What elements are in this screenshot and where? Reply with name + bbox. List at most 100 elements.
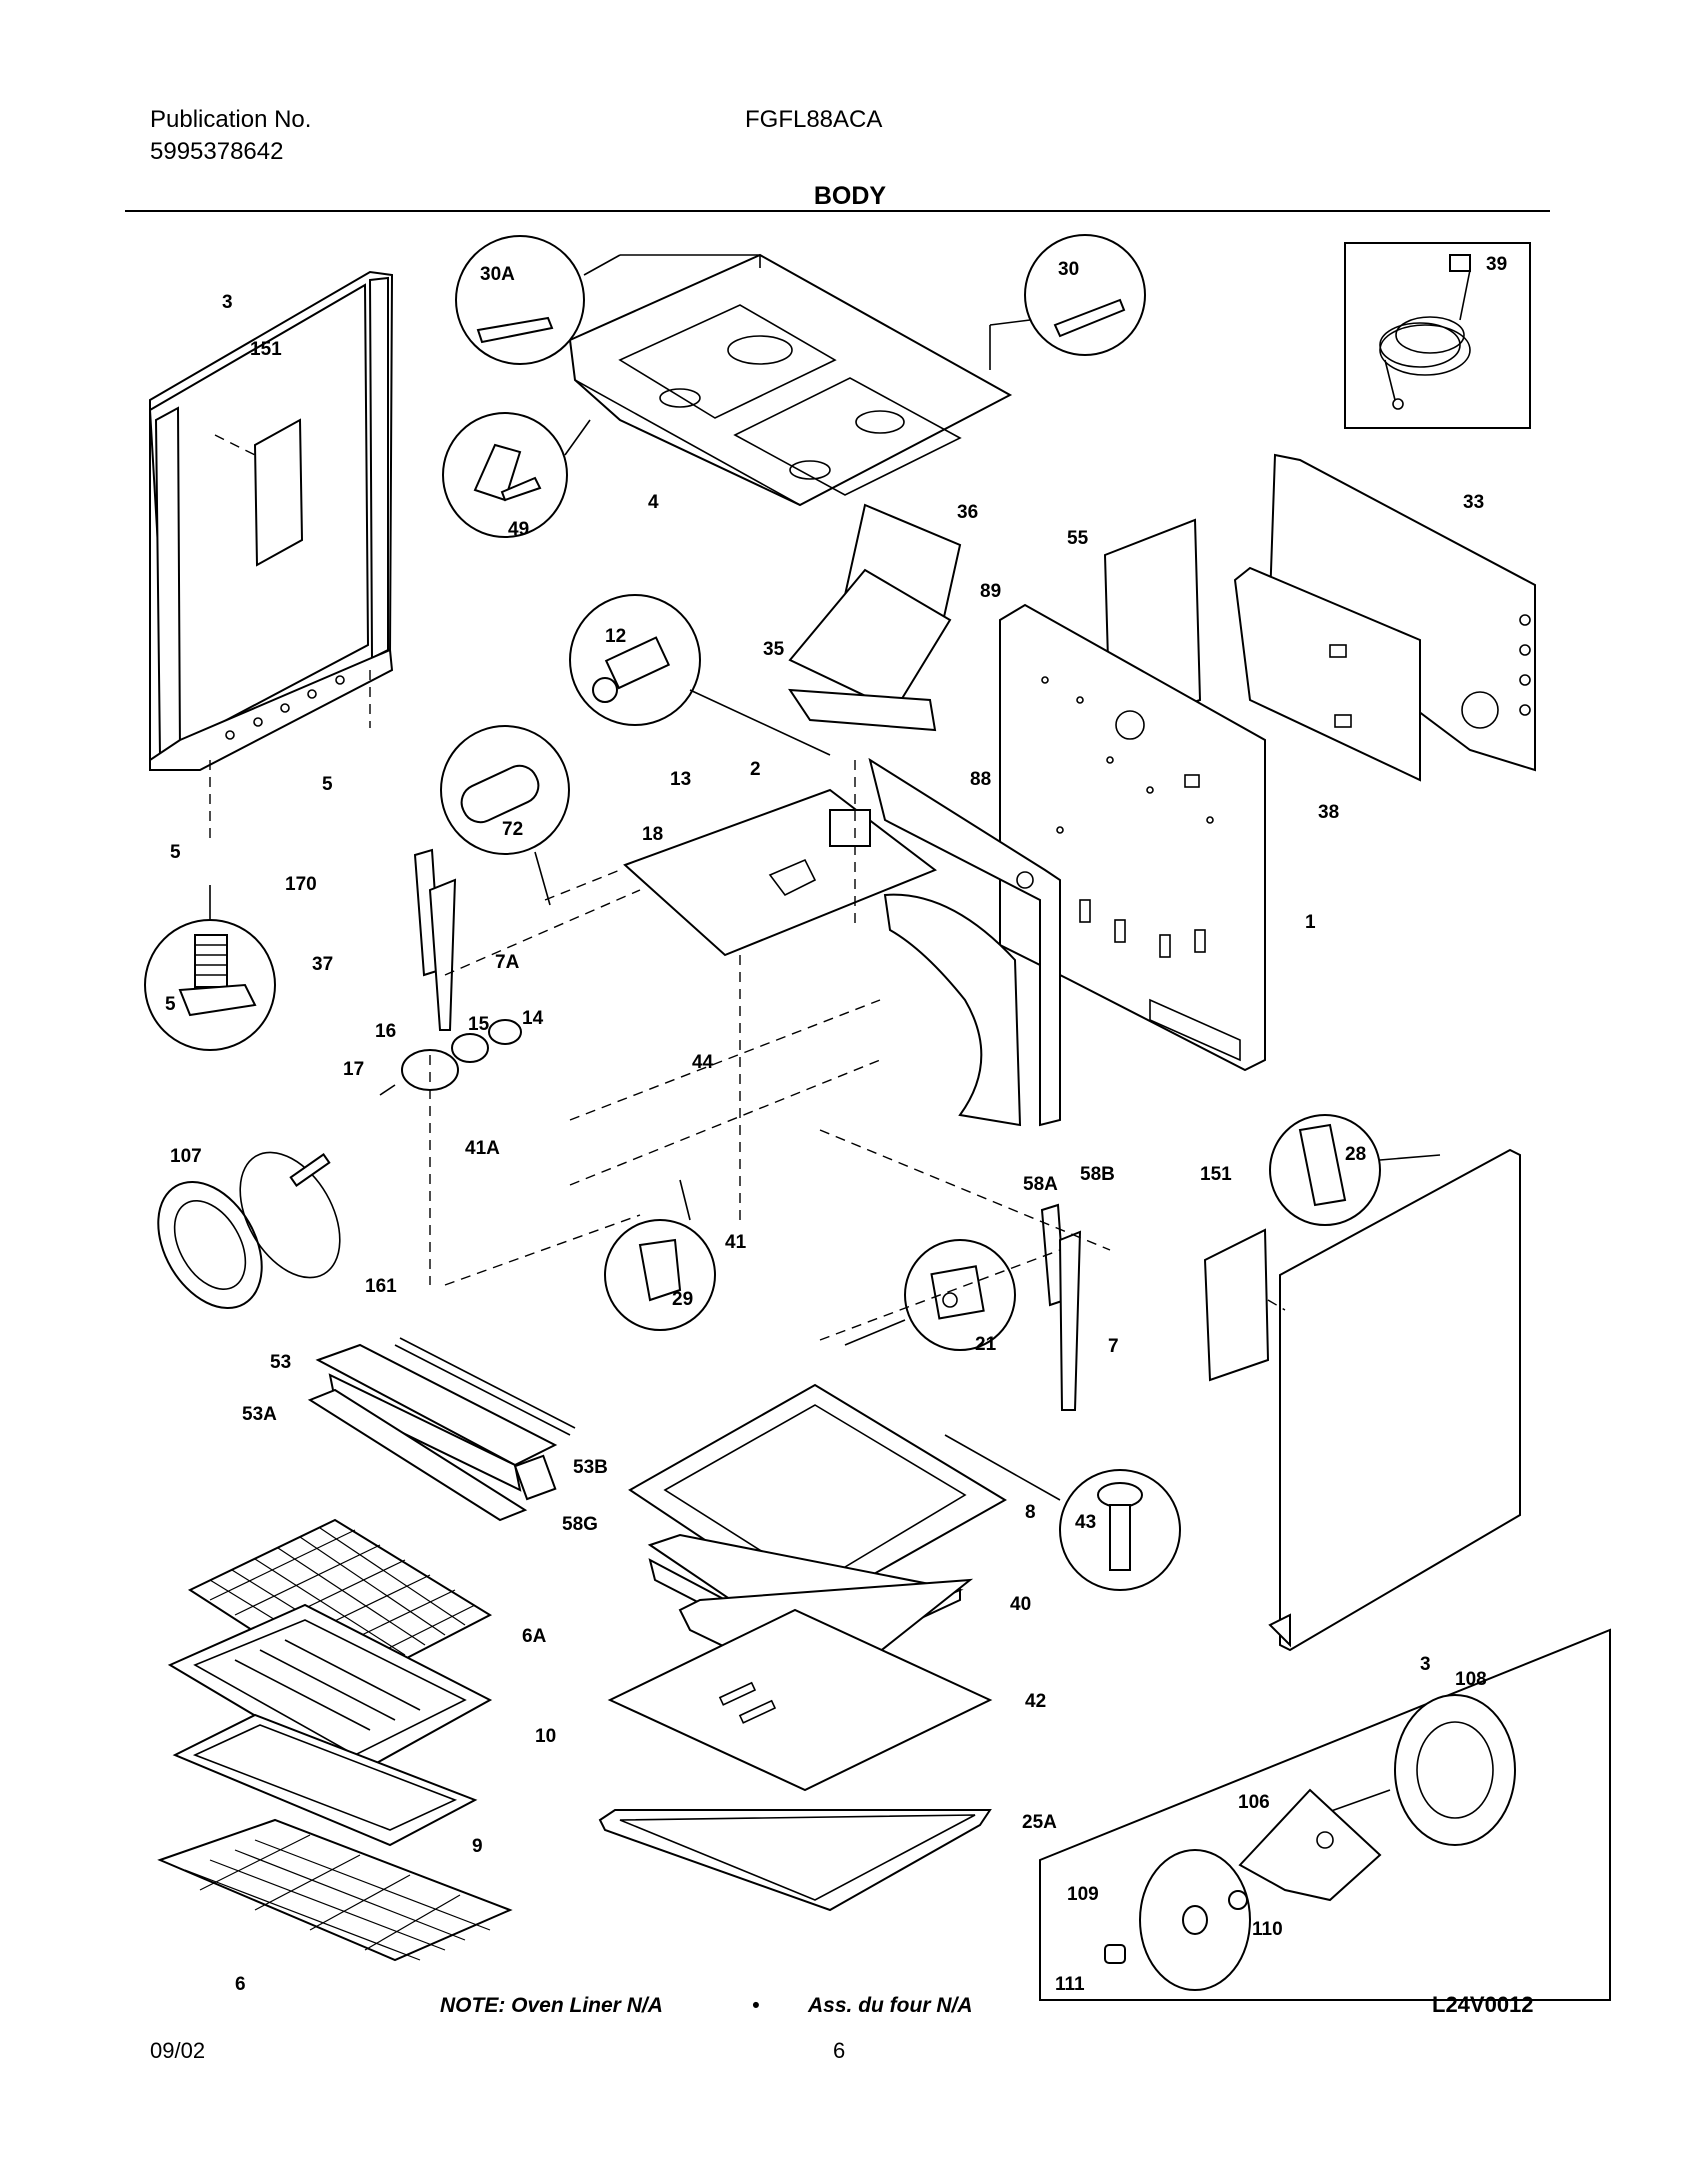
hinge-7-drawing <box>1040 1203 1082 1411</box>
label-5-detail: 5 <box>165 994 176 1015</box>
label-53: 53 <box>270 1352 291 1373</box>
label-35: 35 <box>763 639 785 660</box>
header-rule <box>125 210 1550 212</box>
model-number: FGFL88ACA <box>745 106 883 133</box>
label-161: 161 <box>365 1276 397 1297</box>
label-12: 12 <box>605 626 626 647</box>
footer-date: 09/02 <box>150 2038 206 2063</box>
oven-burner-assembly-drawing <box>623 788 938 957</box>
label-109: 109 <box>1067 1884 1099 1905</box>
detail-circle-49 <box>442 412 591 538</box>
label-6: 6 <box>235 1974 246 1995</box>
label-5-b: 5 <box>170 842 181 863</box>
label-30: 30 <box>1058 259 1079 280</box>
label-7: 7 <box>1108 1336 1119 1357</box>
label-9: 9 <box>472 1836 483 1857</box>
label-8: 8 <box>1025 1502 1036 1523</box>
label-2: 2 <box>750 759 761 780</box>
label-151-top: 151 <box>250 339 282 360</box>
label-5-a: 5 <box>322 774 333 795</box>
label-55: 55 <box>1067 528 1089 549</box>
label-106: 106 <box>1238 1792 1270 1813</box>
side-panel-left-drawing <box>148 270 394 845</box>
part-labels: 3 151 30A 30 39 4 49 36 33 55 12 35 89 8… <box>165 254 1507 1995</box>
leader-dash-lines <box>429 760 1111 1341</box>
label-49: 49 <box>508 519 529 540</box>
label-58G: 58G <box>562 1514 598 1535</box>
oven-liner-note-fr: Ass. du four N/A <box>807 1994 973 2017</box>
oven-bottom-stack-drawing <box>598 1383 1007 1912</box>
publication-number: 5995378642 <box>150 138 284 165</box>
burner-box-drawing <box>788 503 962 732</box>
label-42: 42 <box>1025 1691 1046 1712</box>
label-41A: 41A <box>465 1138 500 1159</box>
page-number: 6 <box>833 2038 846 2063</box>
detail-circle-12 <box>569 594 831 756</box>
oven-body-frame-drawing <box>999 603 1266 1072</box>
hinge-7A-drawing <box>413 848 457 1031</box>
label-21: 21 <box>975 1334 997 1355</box>
label-58B: 58B <box>1080 1164 1115 1185</box>
side-panel-right-drawing <box>1203 1148 1521 1652</box>
label-16: 16 <box>375 1021 396 1042</box>
label-111: 111 <box>1055 1974 1085 1995</box>
label-33: 33 <box>1463 492 1484 513</box>
label-18: 18 <box>642 824 663 845</box>
label-1: 1 <box>1305 912 1316 933</box>
detail-circle-30 <box>989 234 1146 370</box>
label-58A: 58A <box>1023 1174 1058 1195</box>
label-6A: 6A <box>522 1626 547 1647</box>
label-30A: 30A <box>480 264 515 285</box>
label-41: 41 <box>725 1232 747 1253</box>
detail-box-39 <box>1344 242 1531 429</box>
label-43: 43 <box>1075 1512 1096 1533</box>
label-72: 72 <box>502 819 523 840</box>
label-170: 170 <box>285 874 317 895</box>
label-89: 89 <box>980 581 1001 602</box>
label-29: 29 <box>672 1289 693 1310</box>
label-3-top: 3 <box>222 292 233 313</box>
label-14: 14 <box>522 1008 544 1029</box>
label-110: 110 <box>1252 1919 1283 1940</box>
drawing-code: L24V0012 <box>1432 1992 1534 2017</box>
label-44: 44 <box>692 1052 714 1073</box>
label-107: 107 <box>170 1146 202 1167</box>
detail-circle-28 <box>1269 1114 1441 1226</box>
section-title: BODY <box>813 182 887 210</box>
label-17: 17 <box>343 1059 364 1080</box>
detail-circle-5 <box>144 885 276 1051</box>
label-151-right: 151 <box>1200 1164 1232 1185</box>
note-bullet: • <box>752 1994 759 2017</box>
front-frame-drawing <box>868 757 1061 1127</box>
label-28: 28 <box>1345 1144 1366 1165</box>
label-38: 38 <box>1318 802 1339 823</box>
label-15: 15 <box>468 1014 490 1035</box>
convection-fan-detail-box <box>1039 1628 1611 2001</box>
broil-burner-drawing <box>307 1337 576 1522</box>
detail-circle-30A <box>455 235 760 365</box>
label-53B: 53B <box>573 1457 608 1478</box>
label-10: 10 <box>535 1726 556 1747</box>
label-36: 36 <box>957 502 978 523</box>
cooktop-drawing <box>568 253 1013 507</box>
label-4: 4 <box>648 492 659 513</box>
broil-pan-insert-drawing <box>172 1713 478 1847</box>
label-108: 108 <box>1455 1669 1487 1690</box>
detail-circle-72 <box>440 725 570 906</box>
label-53A: 53A <box>242 1404 277 1425</box>
label-3-right: 3 <box>1420 1654 1431 1675</box>
label-39: 39 <box>1486 254 1507 275</box>
detail-circle-43 <box>944 1434 1181 1591</box>
label-13: 13 <box>670 769 691 790</box>
oven-liner-note: NOTE: Oven Liner N/A <box>440 1994 663 2017</box>
label-7A: 7A <box>495 952 520 973</box>
label-40: 40 <box>1010 1594 1031 1615</box>
convection-cover-drawing <box>157 1151 341 1310</box>
publication-label: Publication No. <box>150 106 312 133</box>
label-37: 37 <box>312 954 333 975</box>
oven-rack-drawing <box>157 1818 513 1962</box>
oven-light-assembly-drawing <box>379 1019 522 1096</box>
label-25A: 25A <box>1022 1812 1057 1833</box>
detail-circle-29 <box>604 1179 716 1331</box>
